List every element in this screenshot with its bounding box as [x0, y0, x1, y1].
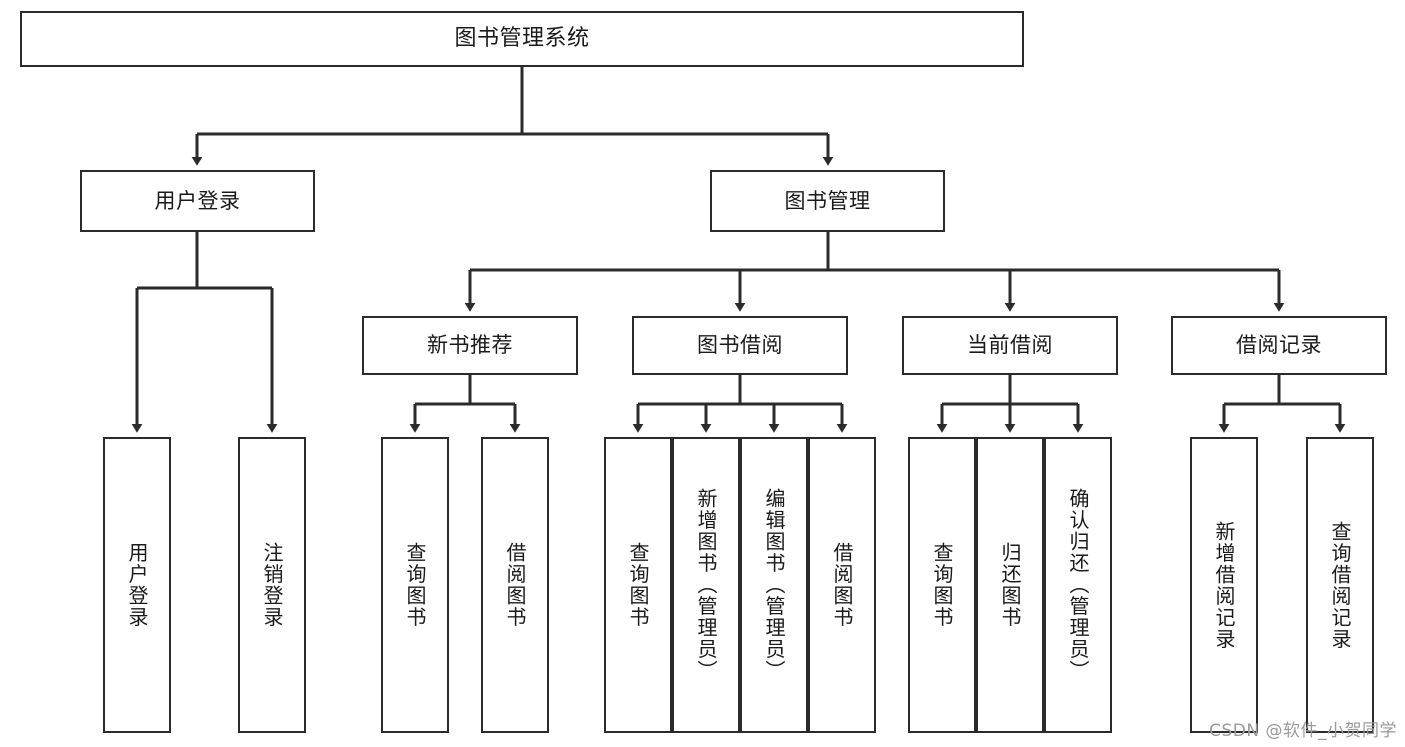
leaf-user-login-login[interactable]: 用户登录	[103, 437, 171, 733]
node-label: 查询图书	[930, 542, 954, 628]
node-user-login[interactable]: 用户登录	[80, 170, 315, 232]
node-label: 查询图书	[626, 542, 650, 628]
node-label: 新书推荐	[427, 333, 513, 358]
leaf-borrow-record-add[interactable]: 新增借阅记录	[1190, 437, 1258, 733]
leaf-current-borrow-query[interactable]: 查询图书	[908, 437, 976, 733]
leaf-book-borrow-query[interactable]: 查询图书	[604, 437, 672, 733]
node-label: 图书管理	[784, 188, 871, 213]
leaf-book-borrow-edit[interactable]: 编辑图书（管理员）	[740, 437, 808, 733]
leaf-book-borrow-add[interactable]: 新增图书（管理员）	[672, 437, 740, 733]
node-label: 新增借阅记录	[1212, 520, 1236, 650]
node-label: 确认归还（管理员）	[1066, 488, 1090, 682]
node-label: 查询图书	[403, 542, 427, 628]
node-label: 图书管理系统	[454, 26, 590, 52]
node-label: 借阅图书	[503, 542, 527, 628]
node-borrow-record[interactable]: 借阅记录	[1171, 316, 1387, 375]
node-label: 用户登录	[125, 542, 149, 628]
node-book-management[interactable]: 图书管理	[710, 170, 945, 232]
leaf-borrow-record-query[interactable]: 查询借阅记录	[1306, 437, 1374, 733]
node-label: 编辑图书（管理员）	[762, 488, 786, 682]
node-label: 归还图书	[998, 542, 1022, 628]
leaf-new-book-borrow[interactable]: 借阅图书	[481, 437, 549, 733]
node-label: 查询借阅记录	[1328, 520, 1352, 650]
node-label: 图书借阅	[697, 333, 783, 358]
leaf-current-borrow-return[interactable]: 归还图书	[976, 437, 1044, 733]
leaf-new-book-query[interactable]: 查询图书	[381, 437, 449, 733]
node-new-book-recommend[interactable]: 新书推荐	[362, 316, 578, 375]
node-label: 用户登录	[154, 188, 241, 213]
node-label: 借阅记录	[1236, 333, 1322, 358]
leaf-user-login-logout[interactable]: 注销登录	[238, 437, 306, 733]
leaf-book-borrow-borrow[interactable]: 借阅图书	[808, 437, 876, 733]
node-root-book-management-system[interactable]: 图书管理系统	[20, 11, 1024, 67]
node-label: 当前借阅	[967, 333, 1053, 358]
node-label: 新增图书（管理员）	[694, 488, 718, 682]
leaf-current-borrow-confirm-return[interactable]: 确认归还（管理员）	[1044, 437, 1112, 733]
watermark: CSDN @软件_小贺同学	[1209, 721, 1397, 741]
node-label: 借阅图书	[830, 542, 854, 628]
node-book-borrow[interactable]: 图书借阅	[632, 316, 848, 375]
node-current-borrow[interactable]: 当前借阅	[902, 316, 1118, 375]
node-label: 注销登录	[260, 542, 284, 628]
